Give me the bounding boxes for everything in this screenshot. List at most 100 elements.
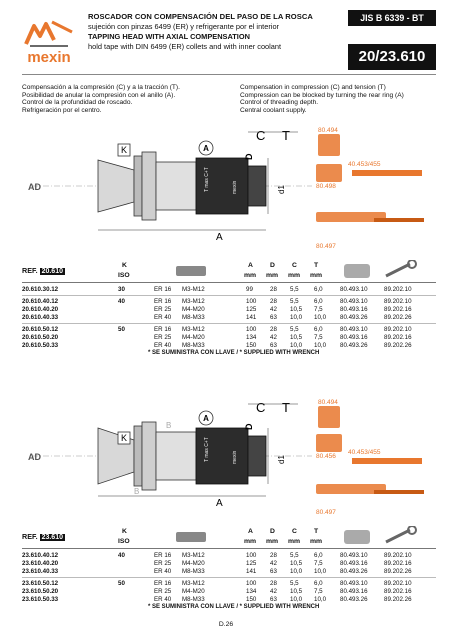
cell-p1: 80.493.26 (340, 568, 368, 575)
cell-a: 150 (246, 596, 257, 603)
wrench-icon (385, 526, 417, 544)
group-divider (22, 323, 436, 324)
acc-code-2: 80.498 (316, 183, 336, 190)
cell-ref: 23.610.50.33 (22, 596, 59, 603)
cell-c: 5,5 (290, 286, 299, 293)
header-c: C (292, 262, 297, 269)
cell-ref: 23.610.40.20 (22, 560, 59, 567)
cell-thread: M3-M12 (182, 552, 205, 559)
cell-t: 7,5 (314, 306, 323, 313)
cell-er: ER 40 (154, 314, 172, 321)
cell-t: 10,0 (314, 596, 327, 603)
subtitle-english: hold tape with DIN 6499 (ER) collets and… (88, 42, 282, 51)
tapping-head-drawing-1: T mas C+T mexin K A C T D d1 AD A 80.494… (28, 127, 424, 250)
label-a-ring: A (203, 414, 209, 423)
label-t: T (282, 400, 290, 415)
cell-ref: 20.610.50.20 (22, 334, 59, 341)
ring-text: mexin (232, 180, 238, 194)
cell-a: 100 (246, 580, 257, 587)
desc-en-line: Control of threading depth. (240, 99, 319, 107)
cell-c: 10,5 (290, 334, 303, 341)
cell-a: 125 (246, 306, 257, 313)
cell-er: ER 16 (154, 326, 172, 333)
cell-t: 7,5 (314, 588, 323, 595)
cell-thread: M8-M33 (182, 342, 205, 349)
desc-es-line: Posibilidad de anular la compresión con … (22, 91, 176, 99)
cell-p2: 89.202.10 (384, 326, 412, 333)
cell-t: 6,0 (314, 552, 323, 559)
cell-a: 134 (246, 334, 257, 341)
ring-text: mexin (232, 450, 238, 464)
label-a-dimension: A (216, 498, 223, 509)
title-english: TAPPING HEAD WITH AXIAL COMPENSATION (88, 32, 250, 41)
cell-t: 6,0 (314, 298, 323, 305)
subtitle-spanish: sujeción con pinzas 6499 (ER) y refriger… (88, 22, 280, 31)
header-t-unit: mm (310, 538, 323, 545)
label-c: C (256, 128, 265, 143)
header-d-unit: mm (266, 538, 279, 545)
cell-er: ER 40 (154, 342, 172, 349)
cell-ref: 23.610.50.12 (22, 580, 59, 587)
cell-thread: M8-M33 (182, 314, 205, 321)
header-iso: ISO (118, 538, 130, 545)
label-d1: d1 (277, 455, 286, 464)
cell-thread: M3-M12 (182, 298, 205, 305)
holder-body (155, 161, 197, 211)
cell-t: 6,0 (314, 326, 323, 333)
cell-er: ER 25 (154, 334, 172, 341)
header-a: A (248, 528, 253, 535)
group-divider (22, 577, 436, 578)
cell-a: 134 (246, 588, 257, 595)
cell-ref: 23.610.40.12 (22, 552, 59, 559)
tap-accessory-2 (316, 484, 386, 494)
label-a-ring: A (203, 144, 209, 153)
cell-a: 99 (246, 286, 253, 293)
cell-thread: M3-M12 (182, 326, 205, 333)
label-b-bottom: B (134, 487, 139, 496)
cell-t: 7,5 (314, 560, 323, 567)
collet-icon (176, 532, 206, 542)
label-k-box (117, 143, 131, 157)
holder-text: T mas C+T (204, 167, 210, 192)
collet-accessory-2 (316, 434, 342, 452)
cell-thread: M3-M12 (182, 580, 205, 587)
cell-a: 100 (246, 552, 257, 559)
cell-k: 50 (118, 580, 125, 587)
title-spanish: ROSCADOR CON COMPENSACIÓN DEL PASO DE LA… (88, 12, 313, 21)
cell-a: 125 (246, 560, 257, 567)
cell-c: 5,5 (290, 580, 299, 587)
header-c: C (292, 528, 297, 535)
acc-code-3: 40.453/455 (348, 161, 381, 168)
cell-k: 30 (118, 286, 125, 293)
header-d-unit: mm (266, 272, 279, 279)
cell-er: ER 25 (154, 306, 172, 313)
mexin-logo: mexin (24, 20, 73, 66)
cell-c: 10,5 (290, 560, 303, 567)
header-d: D (270, 262, 275, 269)
cell-er: ER 25 (154, 588, 172, 595)
cell-p2: 89.202.26 (384, 314, 412, 321)
cell-ref: 20.610.50.33 (22, 342, 59, 349)
label-b-top: B (166, 421, 171, 430)
cell-p2: 89.202.10 (384, 552, 412, 559)
cell-d: 63 (270, 568, 277, 575)
header-a-unit: mm (244, 272, 257, 279)
cell-t: 10,0 (314, 568, 327, 575)
cell-a: 150 (246, 342, 257, 349)
cell-ref: 20.610.50.12 (22, 326, 59, 333)
cell-ref: 23.610.40.33 (22, 568, 59, 575)
header-k: K (122, 528, 127, 535)
label-a-circle (198, 410, 214, 426)
cell-c: 5,5 (290, 326, 299, 333)
cell-p1: 80.493.10 (340, 552, 368, 559)
cell-ref: 20.610.40.33 (22, 314, 59, 321)
cell-d: 42 (270, 560, 277, 567)
taper-shank (97, 159, 135, 213)
cell-t: 6,0 (314, 286, 323, 293)
cell-er: ER 25 (154, 560, 172, 567)
